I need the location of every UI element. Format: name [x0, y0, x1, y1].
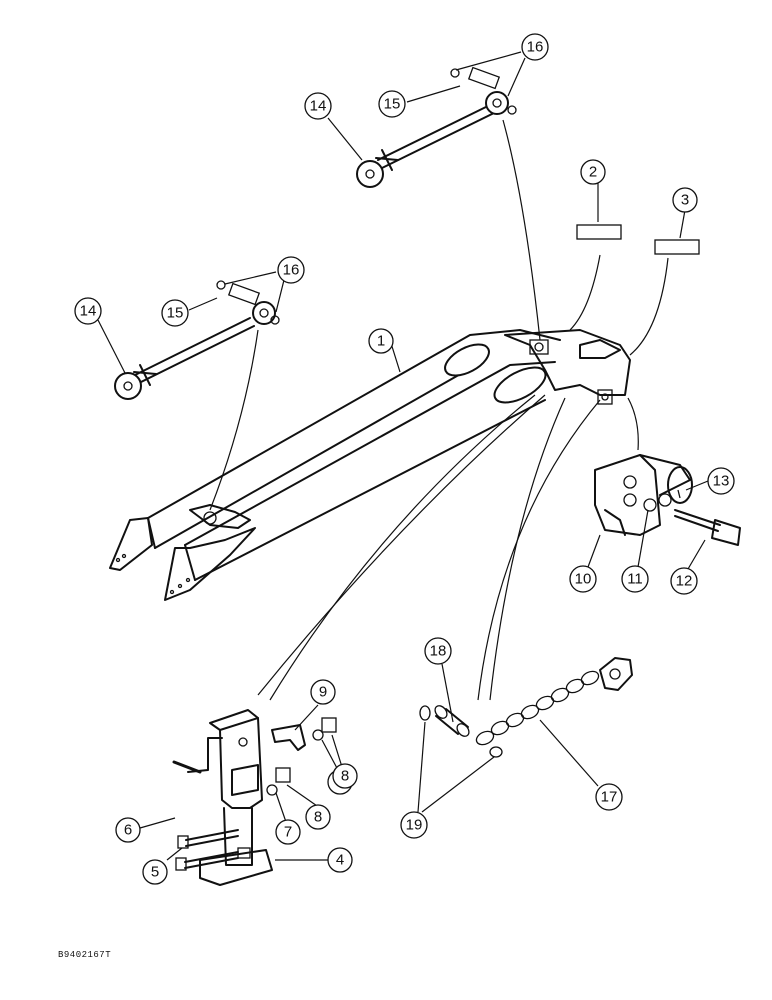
svg-text:8: 8 [314, 809, 322, 826]
callout-8-upper: 8 [332, 763, 358, 789]
callout-4: 4 [327, 847, 353, 873]
callout-19: 19 [400, 811, 428, 839]
svg-text:8: 8 [341, 768, 349, 785]
svg-text:15: 15 [384, 96, 401, 113]
nut-8-upper [321, 717, 337, 733]
callout-16-upper: 16 [521, 33, 549, 61]
svg-text:10: 10 [575, 571, 592, 588]
assembly-leaders [209, 119, 669, 701]
svg-text:1: 1 [377, 333, 385, 350]
svg-text:2: 2 [589, 164, 597, 181]
callout-15-lower: 15 [161, 299, 189, 327]
callout-1: 1 [368, 328, 394, 354]
callout-14-upper: 14 [304, 92, 332, 120]
callout-15-upper: 15 [378, 90, 406, 118]
decal-2 [576, 224, 622, 240]
hitch-pin-12 [674, 509, 741, 546]
callout-16-lower: 16 [277, 256, 305, 284]
bolt-5 [175, 851, 239, 871]
callout-9: 9 [310, 679, 336, 705]
callout-10: 10 [569, 565, 597, 593]
pin-18 [434, 705, 470, 737]
svg-text:17: 17 [601, 789, 618, 806]
washer-7-upper [312, 729, 324, 741]
turnbuckle-upper [356, 66, 517, 188]
callout-14-lower: 14 [74, 297, 102, 325]
svg-text:19: 19 [406, 817, 423, 834]
svg-text:9: 9 [319, 684, 327, 701]
decal-3 [654, 239, 700, 255]
callout-3: 3 [672, 187, 698, 213]
svg-text:3: 3 [681, 192, 689, 209]
callout-2: 2 [580, 159, 606, 185]
svg-text:12: 12 [676, 573, 693, 590]
washer-7-lower [266, 784, 278, 796]
callout-leaders [97, 51, 709, 861]
svg-text:15: 15 [167, 305, 184, 322]
washer-19-right [489, 746, 503, 758]
bracket-9 [271, 724, 306, 751]
callout-5: 5 [142, 859, 168, 885]
svg-text:6: 6 [124, 822, 132, 839]
svg-text:14: 14 [310, 98, 327, 115]
turnbuckle-lower [114, 280, 280, 400]
svg-text:18: 18 [430, 643, 447, 660]
svg-text:4: 4 [336, 852, 344, 869]
svg-text:16: 16 [527, 39, 544, 56]
washer-11 [643, 498, 657, 512]
svg-text:7: 7 [284, 824, 292, 841]
safety-chain-17 [475, 657, 633, 746]
callout-13: 13 [707, 467, 735, 495]
callout-11: 11 [621, 565, 649, 593]
jack-stand [172, 709, 273, 886]
hitch-clevis [594, 454, 693, 536]
callout-6: 6 [115, 817, 141, 843]
washer-19-left [419, 705, 431, 721]
nut-8-lower [275, 767, 291, 783]
svg-text:13: 13 [713, 473, 730, 490]
svg-text:16: 16 [283, 262, 300, 279]
svg-text:14: 14 [80, 303, 97, 320]
callout-7-lower: 7 [275, 819, 301, 845]
svg-text:5: 5 [151, 864, 159, 881]
callout-12: 12 [670, 567, 698, 595]
bolt-6 [177, 829, 239, 849]
callout-18: 18 [424, 637, 452, 665]
callout-8-lower: 8 [305, 804, 331, 830]
callout-17: 17 [595, 783, 623, 811]
svg-text:11: 11 [627, 571, 643, 588]
drawing-id: B9402167T [58, 950, 112, 960]
main-frame [109, 329, 631, 601]
clip-13 [677, 489, 681, 499]
